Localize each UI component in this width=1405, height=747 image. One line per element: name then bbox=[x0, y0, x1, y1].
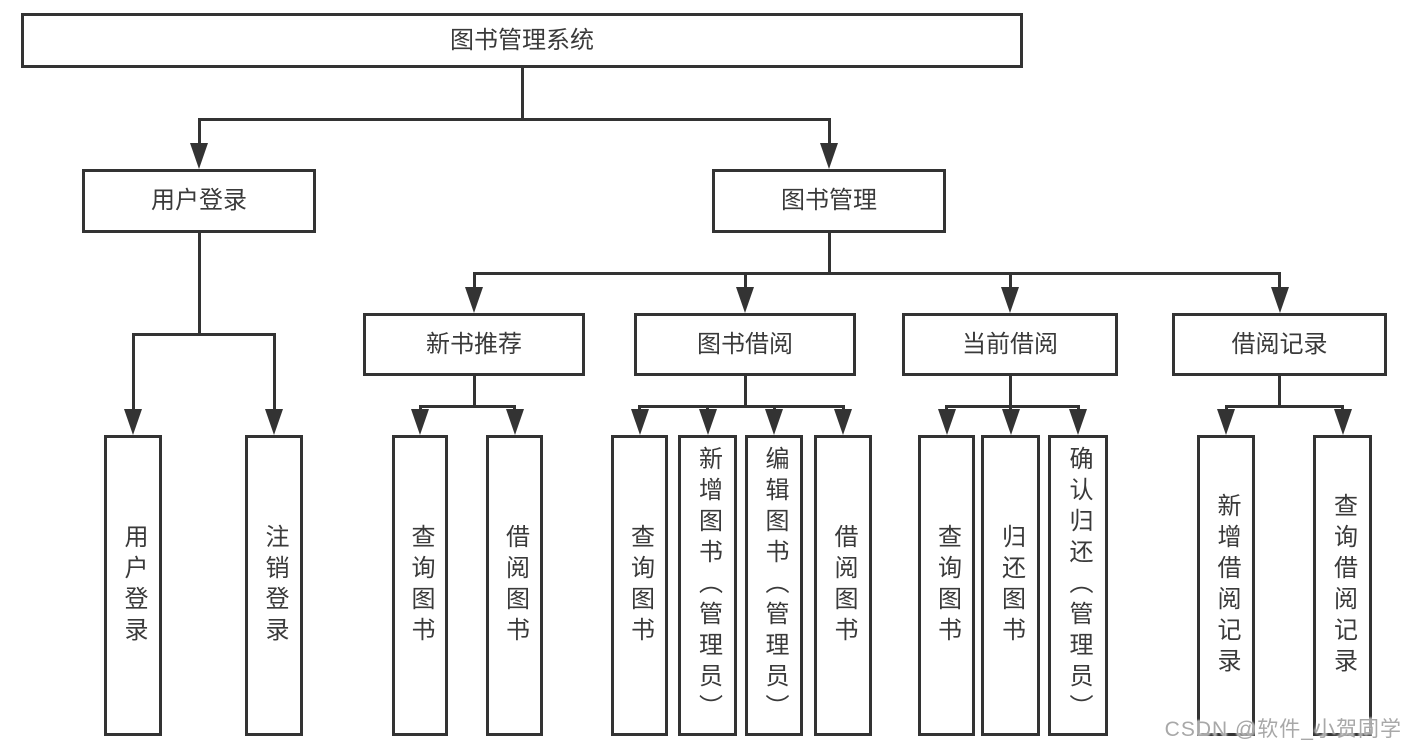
arrow-down-icon bbox=[765, 409, 783, 435]
node-label: 确认归还（管理员） bbox=[1065, 446, 1092, 725]
node-bb-edit-books: 编辑图书（管理员） bbox=[745, 435, 803, 736]
arrow-down-icon bbox=[698, 409, 717, 435]
arrow-down-icon bbox=[1333, 409, 1352, 435]
node-label: 查询图书 bbox=[407, 523, 434, 648]
arrow-down-icon bbox=[937, 409, 956, 435]
node-label: 图书借阅 bbox=[697, 330, 793, 358]
arrow-down-icon bbox=[411, 409, 429, 435]
node-label: 图书管理系统 bbox=[450, 26, 594, 54]
connector-drop bbox=[272, 333, 276, 413]
connector-stem bbox=[197, 233, 201, 336]
node-label: 图书管理 bbox=[781, 187, 877, 214]
node-cb-return-books: 归还图书 bbox=[981, 435, 1040, 736]
arrow-down-icon bbox=[1069, 409, 1087, 435]
node-label: 新增借阅记录 bbox=[1213, 492, 1240, 679]
connector-stem bbox=[1008, 376, 1012, 408]
node-label: 当前借阅 bbox=[962, 330, 1058, 358]
arrow-down-icon bbox=[834, 409, 852, 435]
node-nb-borrow-books: 借阅图书 bbox=[486, 435, 543, 736]
arrow-down-icon bbox=[265, 409, 283, 435]
connector-bar bbox=[638, 405, 845, 408]
node-book-borrowing: 图书借阅 bbox=[634, 313, 856, 376]
arrow-down-icon bbox=[1217, 409, 1235, 435]
arrow-down-icon bbox=[1270, 287, 1289, 313]
arrow-down-icon bbox=[465, 287, 483, 313]
node-label: 新增图书（管理员） bbox=[694, 446, 722, 725]
connector-drop bbox=[131, 333, 135, 413]
connector-stem bbox=[472, 376, 476, 408]
node-bb-query-books: 查询图书 bbox=[611, 435, 668, 736]
node-label: 编辑图书（管理员） bbox=[761, 446, 788, 725]
node-bb-add-books: 新增图书（管理员） bbox=[678, 435, 737, 736]
node-current-borrowing: 当前借阅 bbox=[902, 313, 1118, 376]
connector-drop bbox=[1278, 272, 1281, 291]
node-leaf-user-login: 用户登录 bbox=[104, 435, 162, 736]
node-leaf-logout: 注销登录 bbox=[245, 435, 303, 736]
connector-stem bbox=[743, 376, 747, 408]
arrow-down-icon bbox=[736, 287, 754, 313]
node-br-add-record: 新增借阅记录 bbox=[1197, 435, 1255, 736]
connector-drop bbox=[1008, 272, 1012, 291]
csdn-watermark: CSDN @软件_小贺同学 bbox=[1164, 718, 1402, 741]
connector-bar bbox=[418, 405, 516, 408]
node-bb-borrow-books: 借阅图书 bbox=[814, 435, 872, 736]
arrow-down-icon bbox=[630, 409, 649, 435]
node-borrowing-records: 借阅记录 bbox=[1172, 313, 1387, 376]
node-user-login: 用户登录 bbox=[82, 169, 316, 233]
arrow-down-icon bbox=[820, 143, 838, 169]
node-book-management: 图书管理 bbox=[712, 169, 946, 233]
node-label: 新书推荐 bbox=[426, 330, 522, 358]
node-label: 注销登录 bbox=[261, 523, 288, 648]
connector-stem bbox=[1278, 376, 1281, 408]
connector-bar bbox=[1224, 405, 1344, 408]
connector-bar bbox=[945, 405, 1080, 408]
connector-drop bbox=[827, 118, 831, 147]
connector-stem bbox=[827, 233, 831, 275]
node-label: 借阅图书 bbox=[501, 523, 529, 648]
node-system: 图书管理系统 bbox=[21, 13, 1023, 68]
node-label: 借阅图书 bbox=[830, 523, 857, 648]
node-label: 借阅记录 bbox=[1231, 330, 1328, 358]
connector-stem bbox=[520, 68, 524, 121]
connector-drop bbox=[197, 118, 201, 147]
connector-bar bbox=[197, 118, 831, 121]
arrow-down-icon bbox=[505, 409, 524, 435]
arrow-down-icon bbox=[1001, 409, 1020, 435]
connector-bar bbox=[131, 333, 276, 336]
node-cb-query-books: 查询图书 bbox=[918, 435, 975, 736]
node-label: 用户登录 bbox=[120, 523, 147, 648]
node-br-query-record: 查询借阅记录 bbox=[1313, 435, 1372, 736]
connector-drop bbox=[743, 272, 747, 291]
node-label: 归还图书 bbox=[997, 523, 1025, 648]
arrow-down-icon bbox=[190, 143, 208, 169]
connector-drop bbox=[472, 272, 476, 291]
node-label: 查询图书 bbox=[933, 523, 961, 648]
node-new-book-recommendation: 新书推荐 bbox=[363, 313, 585, 376]
node-cb-confirm-return: 确认归还（管理员） bbox=[1048, 435, 1108, 736]
connector-bar bbox=[472, 272, 1281, 275]
arrow-down-icon bbox=[1001, 287, 1019, 313]
node-label: 查询图书 bbox=[626, 523, 654, 648]
arrow-down-icon bbox=[124, 409, 142, 435]
node-nb-query-books: 查询图书 bbox=[392, 435, 448, 736]
node-label: 查询借阅记录 bbox=[1329, 492, 1357, 679]
node-label: 用户登录 bbox=[151, 187, 247, 214]
